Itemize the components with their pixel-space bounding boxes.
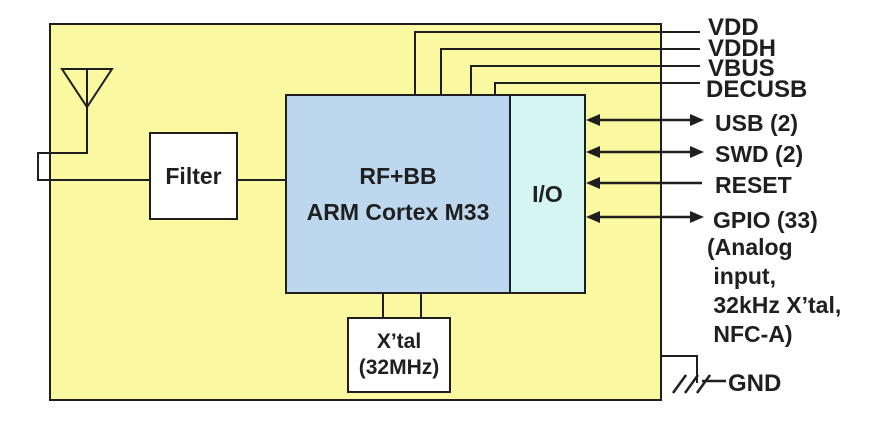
pin-label-gpio-note: (Analog input, 32kHz X’tal, NFC-A) [707, 234, 842, 347]
xtal-wire-right [420, 292, 422, 318]
decusb-wire-h [494, 82, 700, 84]
core-block: RF+BB ARM Cortex M33 [285, 94, 511, 294]
antenna-wire-side [37, 152, 39, 181]
reset-arrow [586, 176, 702, 189]
io-label: I/O [532, 180, 563, 207]
pin-label-vddh: VDDH [708, 35, 777, 62]
gnd-wire-h [660, 355, 698, 357]
filter-block: Filter [149, 132, 238, 220]
pin-label-vbus: VBUS [708, 55, 775, 82]
filter-label: Filter [165, 162, 222, 189]
vddh-wire-v [440, 48, 442, 95]
pin-label-gnd: GND [728, 370, 782, 397]
pin-label-decusb: DECUSB [706, 76, 808, 103]
vbus-wire-h [470, 65, 700, 67]
filter-to-core-wire [236, 179, 287, 181]
swd-arrow [586, 145, 704, 158]
antenna-icon [60, 68, 114, 154]
gnd-wire-v [696, 355, 698, 383]
ground-icon [671, 374, 726, 394]
vdd-wire-h [414, 31, 700, 33]
vdd-wire-v [414, 31, 416, 95]
vbus-wire-v [470, 65, 472, 95]
pin-label-vdd: VDD [708, 14, 759, 41]
xtal-wire-left [382, 292, 384, 318]
gpio-arrow [586, 211, 704, 223]
antenna-wire-top [37, 152, 88, 154]
core-label-line1: RF+BB [359, 163, 437, 189]
pin-label-swd: SWD (2) [715, 141, 804, 167]
pin-label-gpio: GPIO (33) [713, 207, 818, 233]
io-block: I/O [509, 94, 586, 294]
antenna-wire-to-filter [37, 179, 151, 181]
xtal-label-line1: X’tal [376, 330, 422, 353]
decusb-wire-v [494, 82, 496, 95]
vddh-wire-h [440, 48, 700, 50]
xtal-label-line2: (32MHz) [358, 356, 440, 379]
xtal-block: X’tal (32MHz) [347, 317, 451, 393]
core-label-line2: ARM Cortex M33 [306, 199, 490, 225]
pin-label-usb: USB (2) [715, 110, 799, 136]
pin-label-reset: RESET [715, 172, 792, 198]
usb-arrow [586, 114, 704, 126]
